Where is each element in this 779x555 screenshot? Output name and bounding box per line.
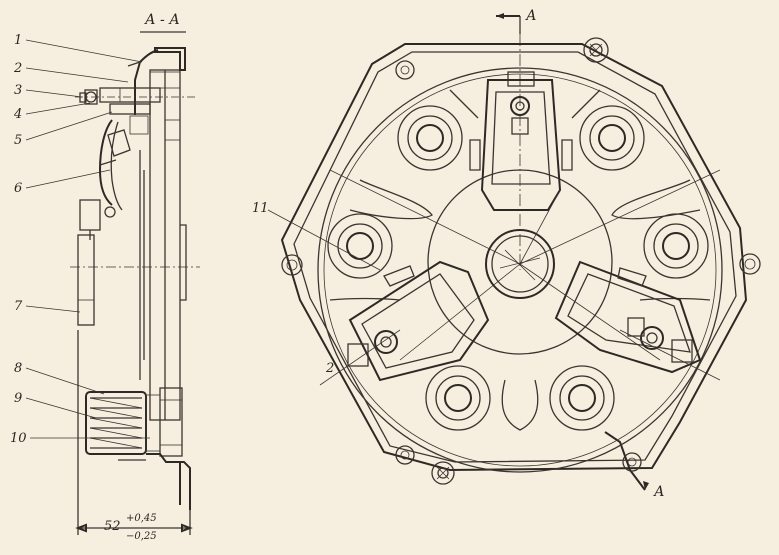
label-6: 6: [14, 181, 22, 196]
cut-mark-top: А: [525, 8, 537, 24]
release-levers: [347, 71, 702, 382]
dimension-upper: +0,45: [126, 513, 157, 524]
label-11: 11: [252, 201, 269, 216]
section-title: А - А: [144, 12, 180, 28]
label-2: 2: [13, 61, 22, 76]
front-view: А А: [252, 8, 761, 500]
label-7: 7: [14, 299, 23, 314]
section-view: А - А: [70, 12, 200, 542]
part-labels: 1 2 3 4 5 6 7 8 9 10: [10, 33, 150, 446]
label-3: 3: [14, 83, 22, 98]
dimension-lower: −0,25: [126, 531, 157, 542]
label-8: 8: [14, 361, 22, 376]
label-5: 5: [14, 133, 22, 148]
dimension-base: 52: [104, 519, 121, 534]
label-1: 1: [14, 33, 22, 48]
label-4: 4: [13, 107, 22, 122]
spring-pockets: [327, 105, 709, 431]
label-9: 9: [14, 391, 22, 406]
cut-mark-bottom: А: [653, 484, 665, 500]
label-10: 10: [10, 431, 27, 446]
label-2-front: 2: [325, 361, 334, 376]
